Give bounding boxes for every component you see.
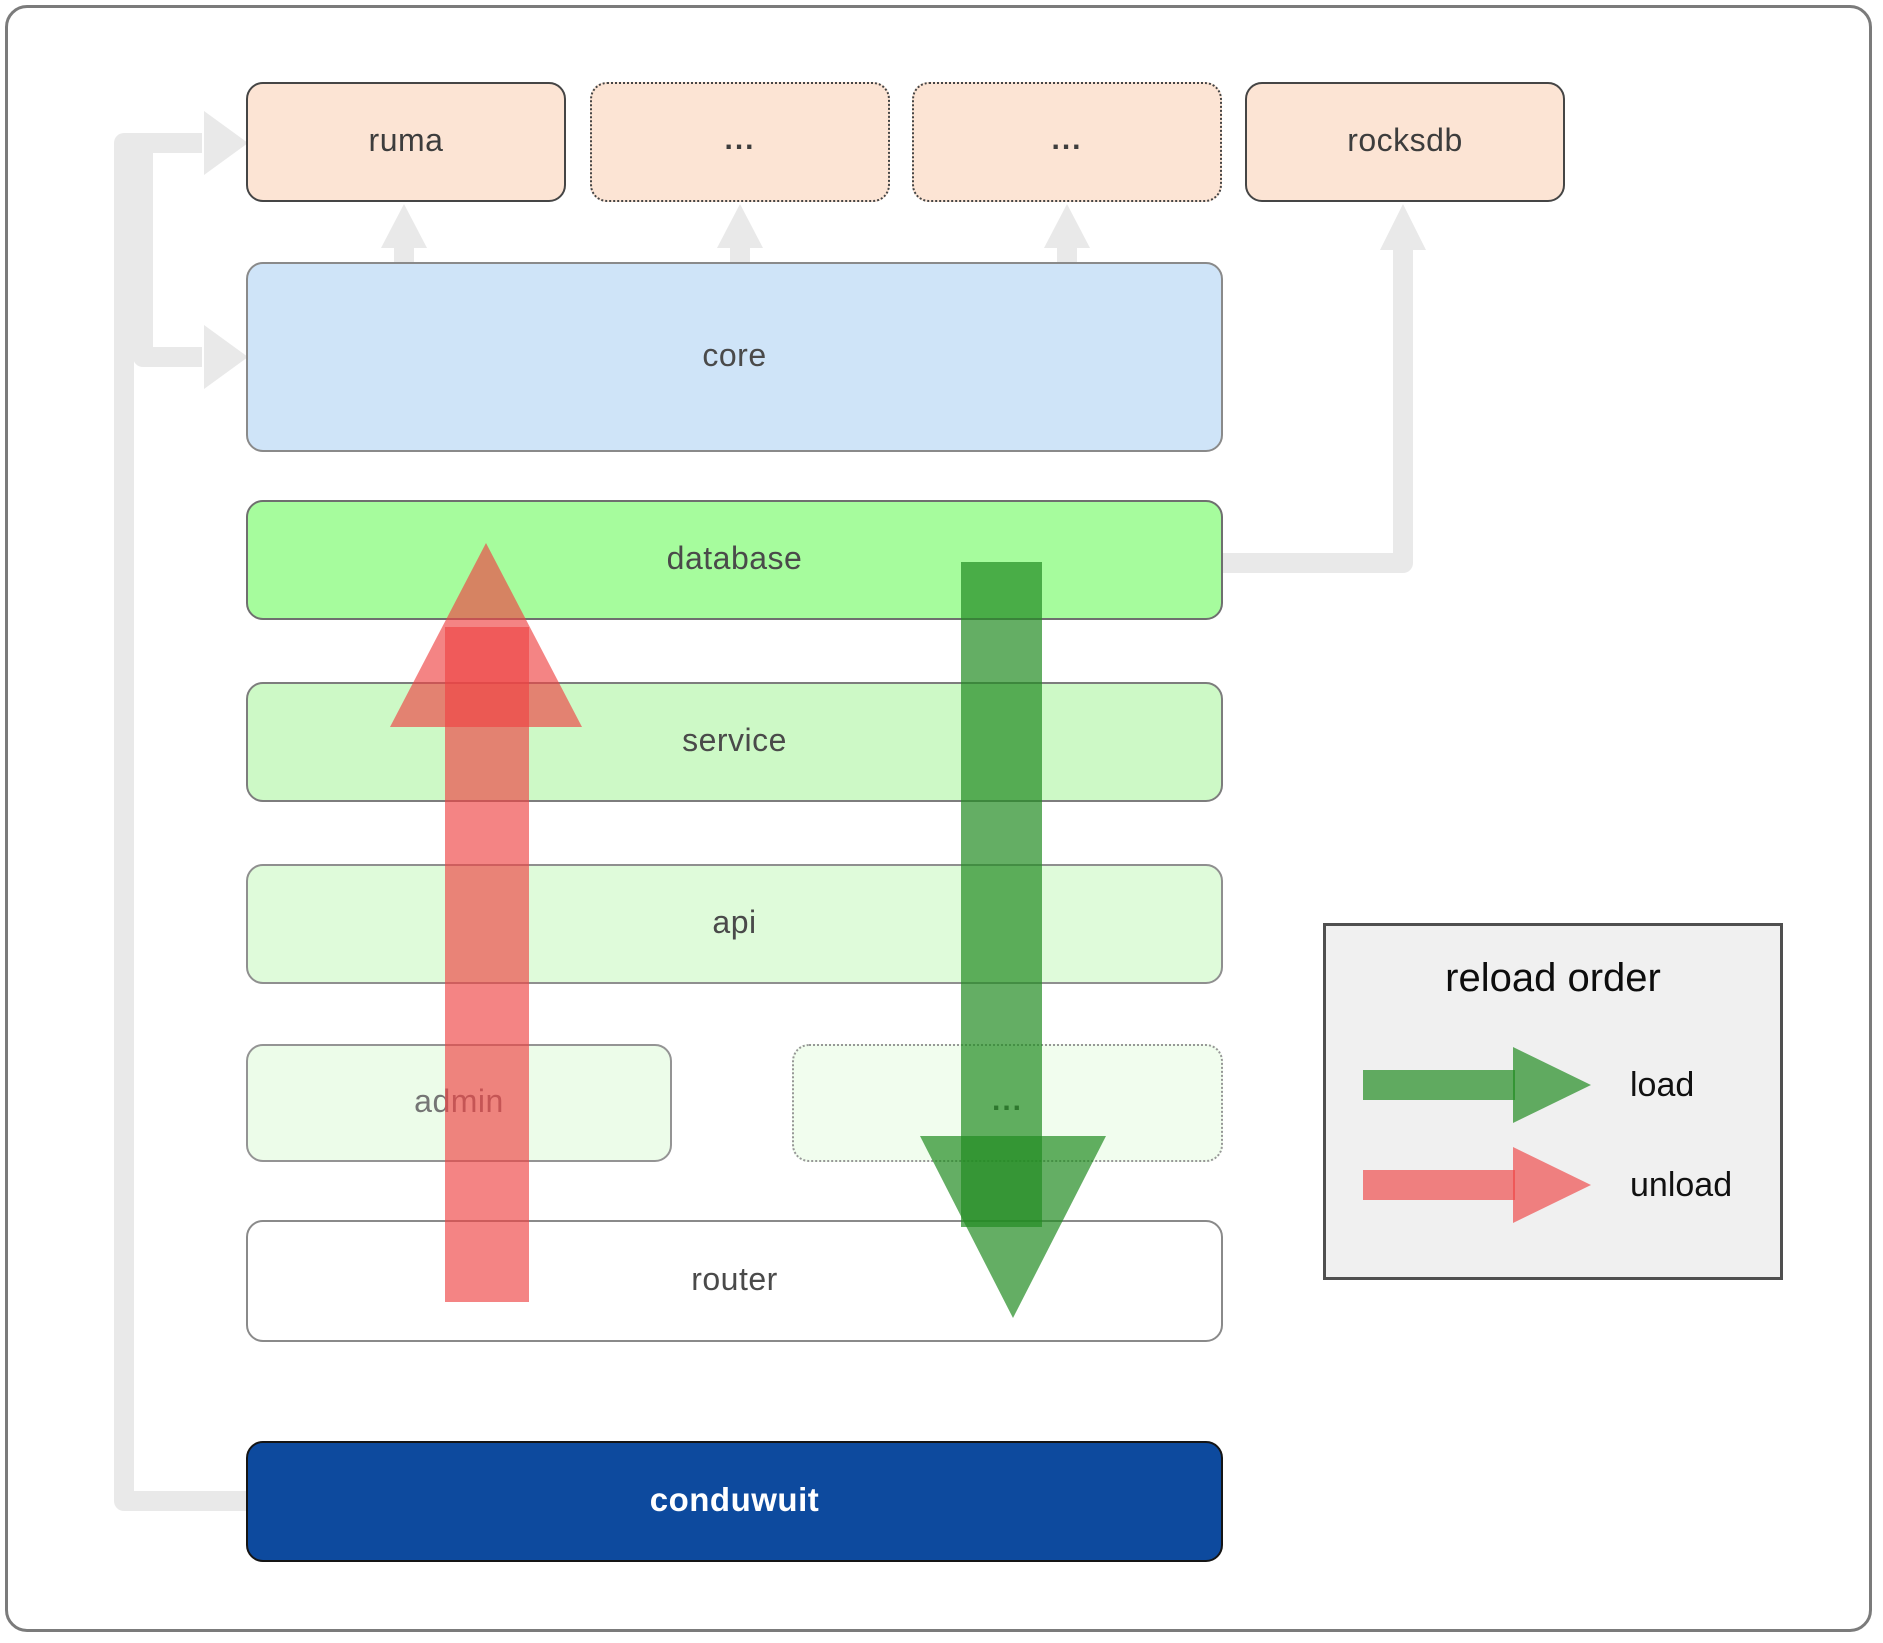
legend-load-label: load xyxy=(1630,1066,1695,1104)
node-ruma: ruma xyxy=(246,82,566,202)
legend-unload-arrow-head xyxy=(1513,1147,1591,1223)
node-ellipsis-top-2: ... xyxy=(912,82,1222,202)
node-rocksdb: rocksdb xyxy=(1245,82,1565,202)
legend-load-arrow-icon xyxy=(1363,1047,1591,1123)
node-admin-label: admin xyxy=(414,1082,504,1119)
arrowhead-core-to-ruma-icon xyxy=(381,204,427,248)
node-conduwuit-label: conduwuit xyxy=(649,1480,820,1518)
node-ellipsis-top-1: ... xyxy=(590,82,890,202)
node-service: service xyxy=(246,682,1223,802)
legend-title: reload order xyxy=(1445,956,1661,1000)
legend-unload-arrow-shaft xyxy=(1363,1170,1515,1200)
node-service-label: service xyxy=(682,721,787,758)
legend-reload-order: reload order load unload xyxy=(1323,923,1783,1280)
legend-load-arrow-shaft xyxy=(1363,1070,1515,1100)
arrowhead-into-ruma-icon xyxy=(204,111,248,175)
node-core-label: core xyxy=(702,336,767,373)
arrowhead-core-to-ellipsis-1-icon xyxy=(717,204,763,248)
arrowhead-core-to-ellipsis-2-icon xyxy=(1044,204,1090,248)
connector-database-to-rocksdb xyxy=(1223,248,1413,573)
node-ellipsis-admin-row: ... xyxy=(792,1044,1223,1162)
node-ellipsis-admin-row-label: ... xyxy=(991,1084,1023,1117)
node-admin: admin xyxy=(246,1044,672,1162)
node-ellipsis-top-1-label: ... xyxy=(724,123,756,156)
node-rocksdb-label: rocksdb xyxy=(1347,121,1463,158)
node-conduwuit: conduwuit xyxy=(246,1441,1223,1562)
node-database-label: database xyxy=(666,539,803,576)
arrowhead-into-rocksdb-icon xyxy=(1380,204,1426,250)
outer-frame xyxy=(5,5,1872,1632)
legend-unload-label: unload xyxy=(1630,1166,1733,1204)
node-database: database xyxy=(246,500,1223,620)
node-core: core xyxy=(246,262,1223,452)
node-api-label: api xyxy=(712,903,757,940)
node-router: router xyxy=(246,1220,1223,1342)
legend-load-arrow-head xyxy=(1513,1047,1591,1123)
node-ruma-label: ruma xyxy=(368,121,444,158)
node-router-label: router xyxy=(691,1260,778,1297)
node-api: api xyxy=(246,864,1223,984)
node-ellipsis-top-2-label: ... xyxy=(1051,123,1083,156)
arrowhead-into-core-icon xyxy=(204,325,248,389)
legend-unload-arrow-icon xyxy=(1363,1147,1591,1223)
connector-conduwuit-to-ruma xyxy=(114,133,246,1511)
connector-branch-to-core xyxy=(133,148,202,367)
